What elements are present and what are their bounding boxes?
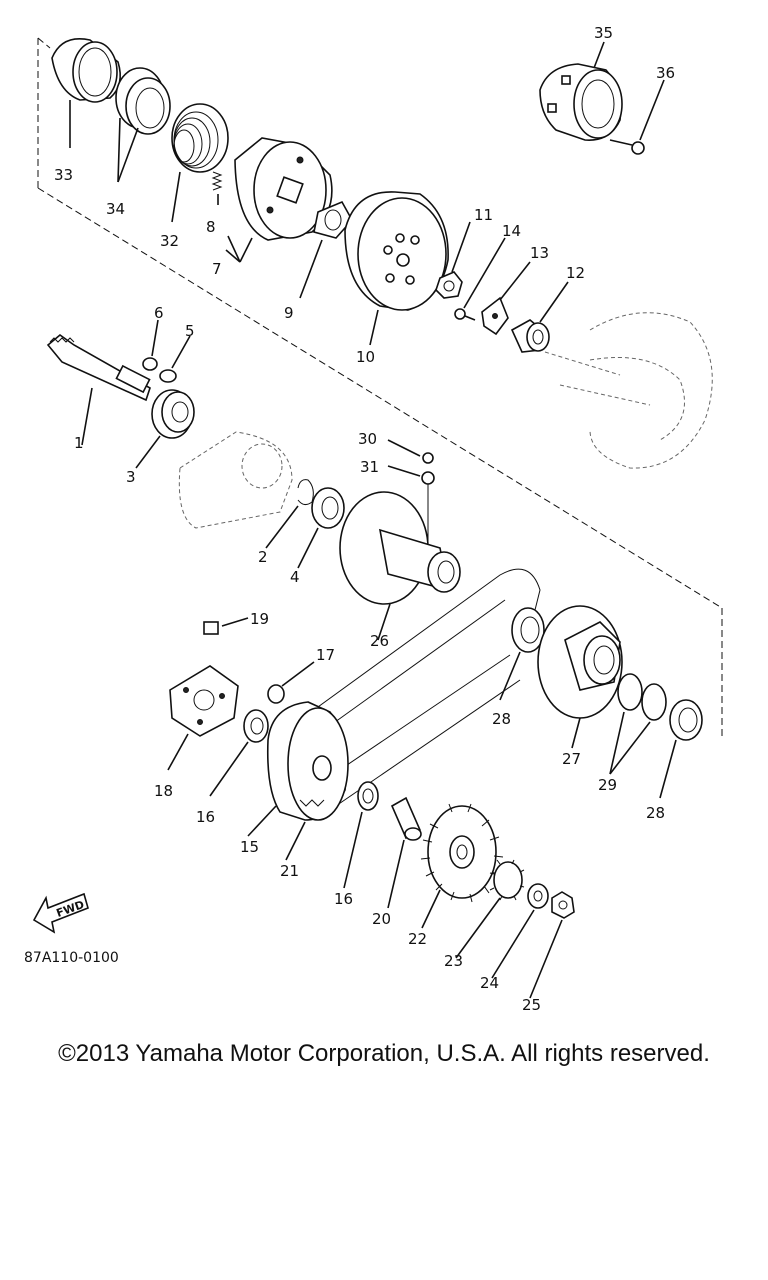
callout-31: 31	[360, 458, 379, 476]
part-7-clutch-carrier	[225, 137, 333, 263]
callout-11: 11	[474, 206, 493, 224]
part-24-washer	[491, 883, 549, 979]
callout-36: 36	[656, 64, 675, 82]
part-29-o-rings	[609, 673, 667, 775]
part-10-clutch-drum	[344, 191, 449, 346]
callout-23: 23	[444, 952, 463, 970]
part-11-nut	[435, 221, 471, 299]
part-34-spring-pair	[115, 67, 171, 183]
part-35-cover	[539, 41, 623, 141]
callout-25: 25	[522, 996, 541, 1010]
part-28-oil-seal-upper	[499, 607, 545, 701]
callout-16b: 16	[334, 890, 353, 908]
callout-3: 3	[126, 468, 136, 486]
part-1-primary-shaft	[46, 333, 151, 446]
callout-8: 8	[206, 218, 216, 236]
callout-21: 21	[280, 862, 299, 880]
part-9-washer	[299, 200, 353, 299]
callout-27: 27	[562, 750, 581, 768]
part-16-bearing-lower	[343, 781, 379, 889]
part-26-fixed-sheave	[339, 484, 461, 641]
assembly-boundary-lines	[37, 37, 723, 740]
part-13-plate	[481, 261, 531, 336]
copyright-notice: ©2013 Yamaha Motor Corporation, U.S.A. A…	[58, 1040, 710, 1067]
callout-24: 24	[480, 974, 499, 992]
callout-17: 17	[316, 646, 335, 664]
part-28-oil-seal-lower	[659, 699, 703, 799]
callout-13: 13	[530, 244, 549, 262]
callout-2: 2	[258, 548, 268, 566]
callout-33: 33	[54, 166, 73, 184]
part-12-collar	[510, 281, 569, 353]
callout-14: 14	[502, 222, 521, 240]
callout-20: 20	[372, 910, 391, 928]
part-15-21-primary-sheave	[247, 701, 349, 861]
part-27-secondary-sheave	[537, 605, 623, 749]
callout-labels: 1 2 3 4 5 6 7 8 9 10 11 12 13 14 15 16 1…	[54, 24, 675, 1010]
callout-16a: 16	[196, 808, 215, 826]
part-6-dowel	[142, 319, 159, 371]
callout-34: 34	[106, 200, 125, 218]
part-14-bolt	[454, 237, 506, 321]
callout-29: 29	[598, 776, 617, 794]
part-20-collar	[387, 796, 422, 909]
part-33-clutch-housing	[51, 38, 121, 148]
part-17-roller-weight	[267, 661, 315, 704]
part-22-fan-sheave	[420, 803, 504, 929]
fwd-label: FWD	[55, 898, 86, 920]
callout-12: 12	[566, 264, 585, 282]
callout-26: 26	[370, 632, 389, 650]
callout-19: 19	[250, 610, 269, 628]
part-32-coil-spring	[171, 103, 229, 223]
part-4-bearing	[297, 487, 345, 569]
document-code: 87A110-0100	[24, 950, 119, 966]
part-3-bearing	[135, 389, 195, 469]
callout-35: 35	[594, 24, 613, 42]
callout-32: 32	[160, 232, 179, 250]
part-18-cam-plate	[167, 665, 239, 771]
parts-exploded-diagram: FWD 1 2 3 4 5 6 7 8 9 10 11 12 13 14 15 …	[24, 24, 723, 1010]
part-30-31-small-parts	[387, 439, 435, 485]
callout-15: 15	[240, 838, 259, 856]
callout-1: 1	[74, 434, 84, 452]
callout-4: 4	[290, 568, 300, 586]
crankcase-ghost-left	[178, 431, 293, 529]
part-23-drive-gear	[455, 859, 525, 959]
part-8-small-spring	[211, 171, 223, 205]
crankcase-ghost-right	[544, 312, 713, 469]
callout-28a: 28	[492, 710, 511, 728]
part-19-slider-guide	[203, 617, 249, 635]
callout-30: 30	[358, 430, 377, 448]
callout-5: 5	[185, 322, 195, 340]
callout-28b: 28	[646, 804, 665, 822]
part-5-clip	[159, 335, 191, 383]
callout-6: 6	[154, 304, 164, 322]
callout-9: 9	[284, 304, 294, 322]
part-25-nut	[529, 891, 575, 999]
part-36-screw	[609, 79, 665, 155]
fwd-arrow-icon: FWD	[32, 892, 89, 934]
callout-10: 10	[356, 348, 375, 366]
callout-22: 22	[408, 930, 427, 948]
callout-7: 7	[212, 260, 222, 278]
part-2-circlip	[265, 479, 314, 549]
callout-18: 18	[154, 782, 173, 800]
part-16-bearing-upper	[209, 709, 269, 797]
